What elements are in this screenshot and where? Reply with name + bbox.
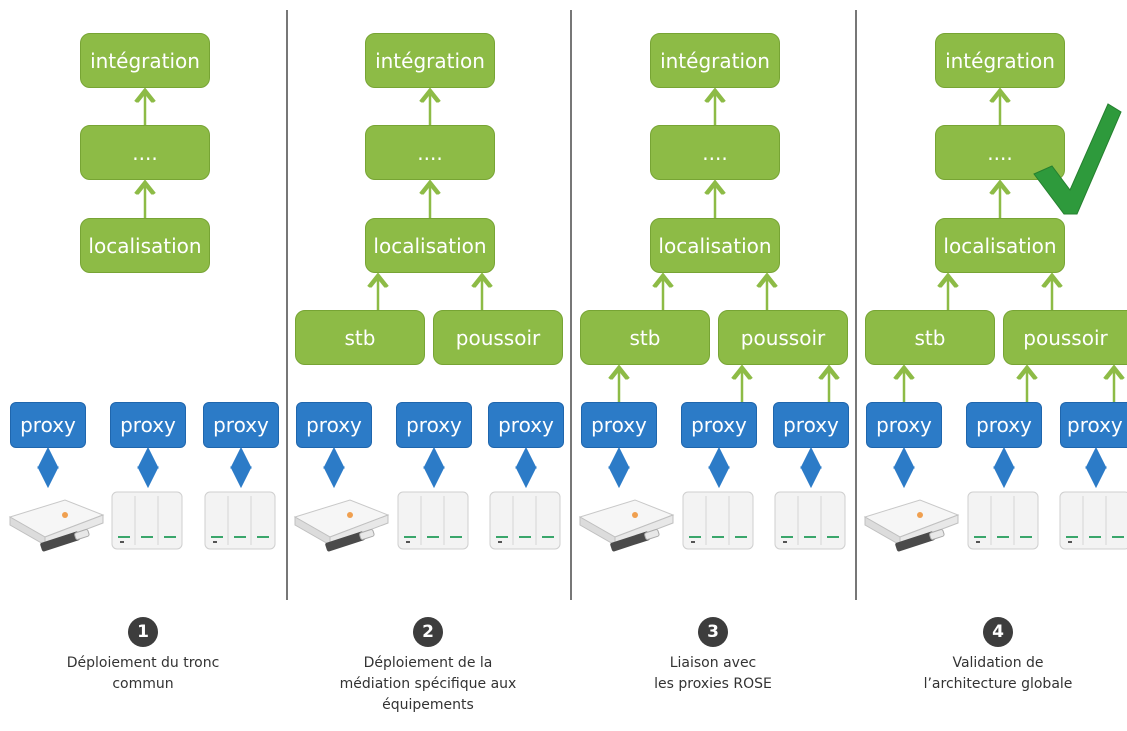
set-top-box-device — [9, 499, 104, 553]
checkmark-icon — [1033, 103, 1122, 215]
blue-double-arrows — [37, 446, 1107, 489]
stb-box: stb — [295, 310, 425, 365]
stage-caption: 2 Déploiement de la médiation spécifique… — [298, 617, 558, 716]
stage-caption: 4 Validation de l’architecture globale — [868, 617, 1127, 695]
switch-device — [1059, 491, 1127, 550]
switch-device — [682, 491, 754, 550]
proxy-box: proxy — [581, 402, 657, 448]
proxy-box: proxy — [681, 402, 757, 448]
poussoir-box: poussoir — [718, 310, 848, 365]
localisation-box: localisation — [935, 218, 1065, 273]
poussoir-box: poussoir — [433, 310, 563, 365]
switch-device — [397, 491, 469, 550]
proxy-box: proxy — [296, 402, 372, 448]
middle-box: .... — [650, 125, 780, 180]
set-top-box-device — [294, 499, 389, 553]
stage-caption: 1 Déploiement du tronc commun — [13, 617, 273, 695]
proxy-box: proxy — [966, 402, 1042, 448]
integration-box: intégration — [935, 33, 1065, 88]
localisation-box: localisation — [80, 218, 210, 273]
step-number-badge: 4 — [983, 617, 1013, 647]
green-arrows — [145, 91, 1114, 402]
switch-device — [204, 491, 276, 550]
poussoir-box: poussoir — [1003, 310, 1127, 365]
caption-text: Déploiement du tronc commun — [66, 655, 220, 692]
stb-box: stb — [580, 310, 710, 365]
set-top-box-device — [579, 499, 674, 553]
caption-text: Liaison avec les proxies ROSE — [654, 655, 772, 692]
proxy-box: proxy — [110, 402, 186, 448]
set-top-box-device — [864, 499, 959, 553]
switch-device — [967, 491, 1039, 550]
stb-box: stb — [865, 310, 995, 365]
proxy-box: proxy — [488, 402, 564, 448]
integration-box: intégration — [650, 33, 780, 88]
step-number-badge: 2 — [413, 617, 443, 647]
switch-device — [111, 491, 183, 550]
switch-device — [774, 491, 846, 550]
proxy-box: proxy — [866, 402, 942, 448]
stage-divider — [855, 10, 857, 600]
localisation-box: localisation — [365, 218, 495, 273]
stage-divider — [570, 10, 572, 600]
caption-text: Déploiement de la médiation spécifique a… — [339, 655, 517, 713]
caption-text: Validation de l’architecture globale — [923, 655, 1073, 692]
integration-box: intégration — [365, 33, 495, 88]
localisation-box: localisation — [650, 218, 780, 273]
integration-box: intégration — [80, 33, 210, 88]
step-number-badge: 3 — [698, 617, 728, 647]
stage-caption: 3 Liaison avec les proxies ROSE — [583, 617, 843, 695]
middle-box: .... — [80, 125, 210, 180]
proxy-box: proxy — [203, 402, 279, 448]
stage-divider — [286, 10, 288, 600]
proxy-box: proxy — [10, 402, 86, 448]
proxy-box: proxy — [396, 402, 472, 448]
step-number-badge: 1 — [128, 617, 158, 647]
switch-device — [489, 491, 561, 550]
proxy-box: proxy — [773, 402, 849, 448]
